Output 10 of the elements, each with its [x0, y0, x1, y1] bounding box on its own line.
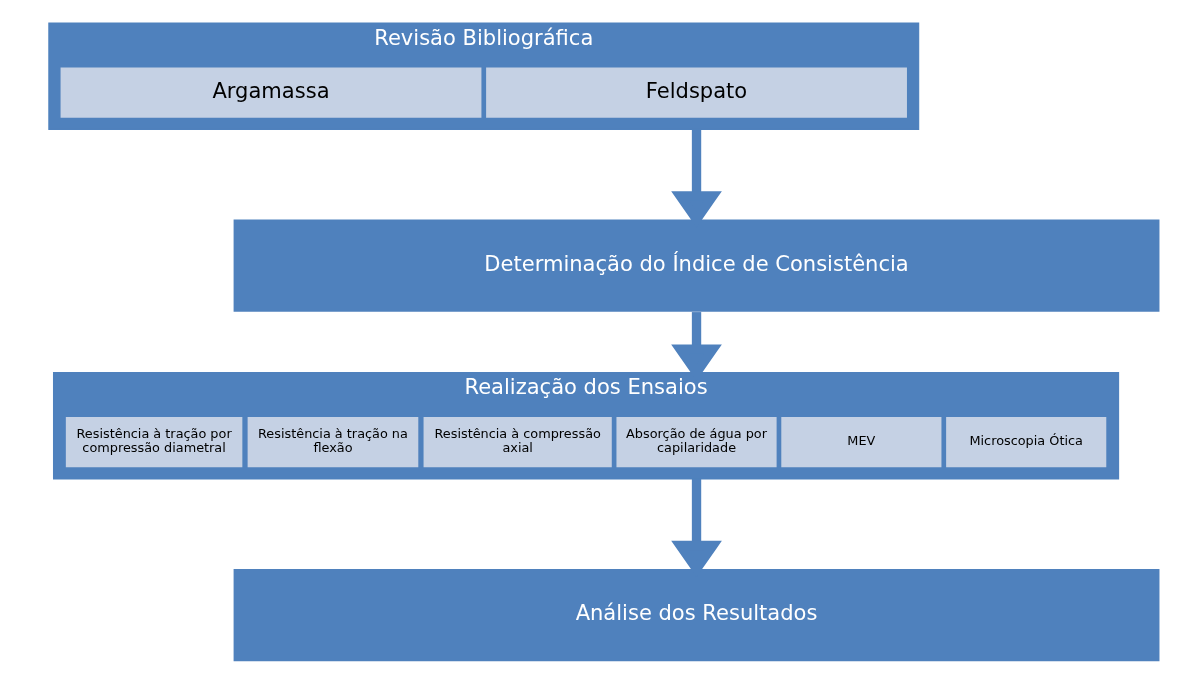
node-box: MEV	[781, 416, 942, 467]
node-box: Resistência à tração por compressão diametral	[65, 416, 243, 467]
node-box: Análise dos Resultados	[233, 568, 1160, 661]
node-box: Argamassa	[60, 66, 482, 118]
node-box: Resistência à compressão axial	[423, 416, 612, 467]
node-box: Feldspato	[486, 66, 907, 118]
node-box: Resistência à tração na flexão	[247, 416, 419, 467]
node-box: Absorção de água por capilaridade	[616, 416, 777, 467]
node-box: Determinação do Índice de Consistência	[233, 218, 1160, 312]
node-box: Microscopia Ótica	[946, 416, 1107, 467]
